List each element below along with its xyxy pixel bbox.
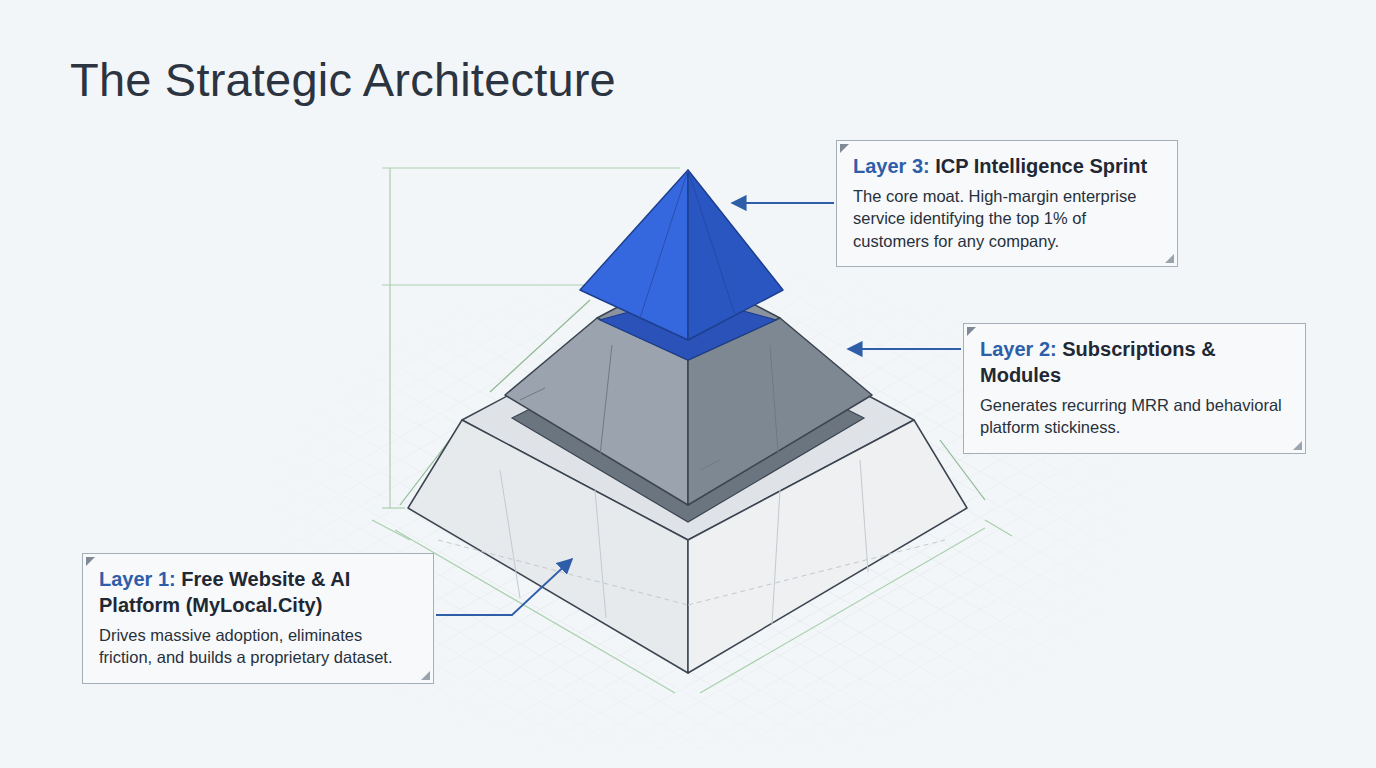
callout-heading: Layer 1: Free Website & AI Platform (MyL…: [99, 566, 417, 618]
middle-tier-grid: [520, 345, 778, 470]
diagram-title: The Strategic Architecture: [70, 52, 616, 107]
layer-title: ICP Intelligence Sprint: [935, 155, 1147, 177]
space: [1057, 338, 1063, 360]
apex-tier: [580, 170, 783, 340]
space: [930, 155, 936, 177]
callout-heading: Layer 2: Subscriptions & Modules: [980, 336, 1289, 388]
space: [176, 568, 182, 590]
layer-callout: Layer 3: ICP Intelligence SprintThe core…: [836, 140, 1178, 267]
layer-callout: Layer 2: Subscriptions & ModulesGenerate…: [963, 323, 1306, 454]
layer-label: Layer 2:: [980, 338, 1057, 360]
callout-heading: Layer 3: ICP Intelligence Sprint: [853, 153, 1161, 179]
layer-label: Layer 3:: [853, 155, 930, 177]
layer-description: The core moat. High-margin enterprise se…: [853, 185, 1161, 252]
layer-callout: Layer 1: Free Website & AI Platform (MyL…: [82, 553, 434, 684]
layer-label: Layer 1:: [99, 568, 176, 590]
layer-description: Drives massive adoption, eliminates fric…: [99, 624, 417, 669]
layer-description: Generates recurring MRR and behavioral p…: [980, 394, 1289, 439]
